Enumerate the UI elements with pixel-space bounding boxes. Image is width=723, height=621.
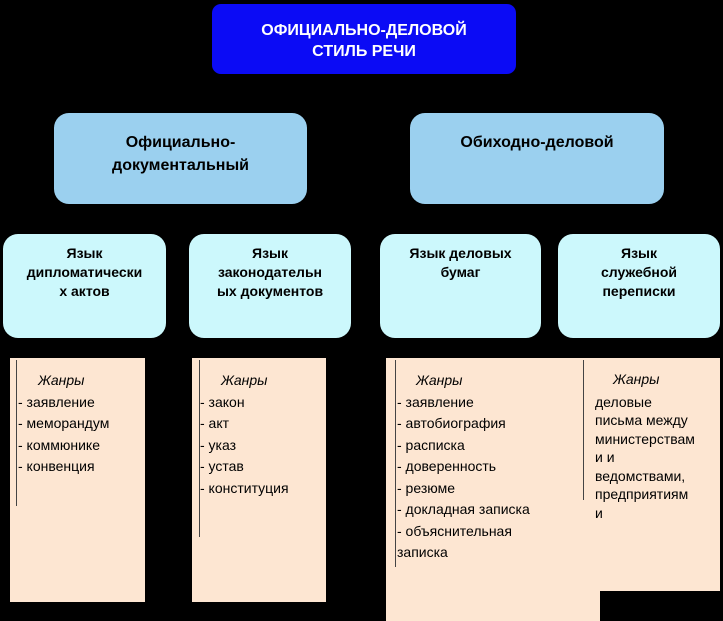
node-everyday-business: Обиходно-деловой (410, 113, 664, 204)
title-line-2: СТИЛЬ РЕЧИ (312, 43, 416, 60)
list-item: и и (595, 449, 615, 465)
list-item: - указ (200, 436, 237, 453)
list-item: - устав (200, 458, 244, 474)
list-item: деловые (595, 393, 652, 410)
node-label-line: Язык (66, 245, 103, 261)
node-label-line: переписки (602, 283, 676, 299)
list-item: - конституция (200, 479, 289, 496)
genres-panel-correspondence: Жанры деловые письма между министерствам… (583, 358, 720, 591)
node-label-line: ых документов (216, 283, 324, 299)
panel-divider (16, 360, 17, 506)
list-item: - автобиография (397, 415, 506, 431)
genres-panel-legislative: Жанры - закон - акт - указ - устав - кон… (192, 358, 326, 602)
panel-divider (395, 360, 396, 567)
list-item: - заявление (18, 393, 95, 410)
panel-divider (583, 360, 584, 500)
list-item: - конвенция (18, 458, 95, 474)
node-official-correspondence: Язык служебной переписки (558, 234, 720, 338)
node-label-line: Язык деловых (409, 245, 512, 261)
genres-panel-diplomatic: Жанры - заявление - меморандум - коммюни… (10, 358, 145, 602)
node-label-line: Официально- (125, 134, 236, 151)
list-item: министерствам (595, 430, 695, 447)
node-label-line: бумаг (440, 264, 481, 280)
diagram-title: ОФИЦИАЛЬНО-ДЕЛОВОЙ СТИЛЬ РЕЧИ (212, 4, 516, 74)
node-official-documentary: Официально- документальный (54, 113, 307, 204)
node-business-papers: Язык деловых бумаг (380, 234, 541, 338)
list-item: письма между (595, 412, 688, 428)
list-item: - расписка (397, 436, 465, 453)
node-label-line: Язык (252, 245, 288, 261)
list-item: - объяснительная (397, 522, 512, 539)
list-item: и (595, 504, 603, 521)
list-item: - коммюнике (18, 436, 100, 453)
node-diplomatic-acts: Язык дипломатически х актов (3, 234, 166, 338)
list-item: - акт (200, 415, 230, 431)
list-item: - заявление (397, 393, 474, 410)
node-label-line: служебной (600, 264, 678, 280)
node-label-line: законодательн (217, 264, 323, 280)
panel-divider (199, 360, 200, 537)
list-item: ведомствами, (595, 467, 686, 484)
node-label-line: документальный (112, 157, 249, 174)
list-item: - доверенность (397, 458, 497, 474)
genres-header: Жанры (613, 371, 660, 387)
genres-header: Жанры (38, 372, 85, 388)
list-item: - меморандум (18, 415, 110, 431)
list-item: - докладная записка (397, 501, 530, 517)
genres-header: Жанры (221, 372, 268, 388)
list-item: - закон (200, 393, 245, 410)
list-item: записка (397, 544, 448, 560)
title-line-1: ОФИЦИАЛЬНО-ДЕЛОВОЙ (261, 22, 467, 39)
genres-header: Жанры (416, 372, 463, 388)
node-legislative-documents: Язык законодательн ых документов (189, 234, 351, 338)
node-label-line: дипломатически (26, 264, 143, 280)
node-label-line: х актов (59, 283, 110, 299)
node-label-line: Обиходно-деловой (460, 134, 614, 151)
node-label-line: Язык (621, 245, 657, 261)
list-item: - резюме (397, 479, 455, 496)
list-item: предприятиям (595, 486, 689, 502)
genres-panel-business-papers: Жанры - заявление - автобиография - расп… (386, 358, 600, 621)
